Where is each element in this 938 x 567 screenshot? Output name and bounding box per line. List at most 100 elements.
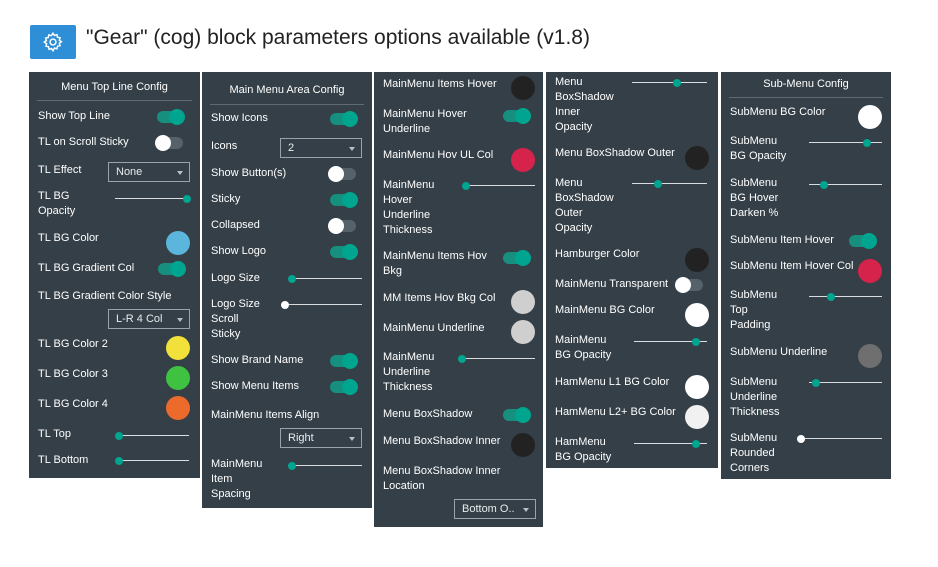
mm-bg-color-swatch[interactable] (685, 303, 709, 327)
ham-bg-opacity-slider[interactable] (634, 437, 707, 451)
items-hover-label: MainMenu Items Hover (383, 78, 497, 90)
sub-underline-swatch[interactable] (858, 344, 882, 368)
tl-bg-opacity-slider[interactable] (115, 192, 191, 206)
show-brand-toggle[interactable] (330, 353, 358, 369)
gear-icon (30, 25, 76, 59)
show-buttons-label: Show Button(s) (211, 167, 287, 179)
hov-ul-col-swatch[interactable] (511, 148, 535, 172)
tl-bottom-slider[interactable] (115, 454, 189, 468)
tl-bg-color2-label: TL BG Color 2 (38, 338, 108, 350)
show-logo-toggle[interactable] (330, 244, 358, 260)
logo-size-scroll-slider[interactable] (281, 298, 362, 312)
ham-bg-opacity-label: HamMenu BG Opacity (555, 436, 612, 463)
bs-outer-opacity-slider[interactable] (632, 177, 707, 191)
panel-title: Menu Top Line Config (61, 81, 168, 93)
ham-l2-bg-label: HamMenu L2+ BG Color (555, 406, 676, 418)
sub-underline-thickness-slider[interactable] (809, 376, 882, 390)
items-hov-bkg-toggle[interactable] (503, 250, 531, 266)
tl-scroll-sticky-toggle[interactable] (155, 135, 183, 151)
sub-bg-hover-darken-label: SubMenu BG Hover Darken % (730, 177, 779, 219)
menu-boxshadow-toggle[interactable] (503, 407, 531, 423)
boxshadow-inner-loc-label: Menu BoxShadow Inner Location (383, 465, 501, 492)
boxshadow-inner-label: Menu BoxShadow Inner (383, 435, 501, 447)
tl-bg-color3-swatch[interactable] (166, 366, 190, 390)
logo-size-label: Logo Size (211, 272, 260, 284)
items-hover-swatch[interactable] (511, 76, 535, 100)
boxshadow-hamburger-panel: Menu BoxShadow Inner Opacity Menu BoxSha… (546, 72, 718, 468)
hamburger-color-swatch[interactable] (685, 248, 709, 272)
show-buttons-toggle[interactable] (328, 166, 356, 182)
main-menu-hover-panel: MainMenu Items Hover MainMenu Hover Unde… (374, 72, 543, 527)
divider (210, 104, 364, 105)
hov-ul-col-label: MainMenu Hov UL Col (383, 149, 494, 161)
chevron-down-icon (349, 147, 355, 151)
tl-bg-gradient-toggle[interactable] (158, 261, 186, 277)
tl-effect-select[interactable]: None (108, 162, 190, 182)
mm-transparent-toggle[interactable] (675, 277, 703, 293)
icons-select[interactable]: 2 (280, 138, 362, 158)
items-spacing-label: MainMenu Item Spacing (211, 458, 263, 500)
show-top-line-toggle[interactable] (157, 109, 185, 125)
items-align-select[interactable]: Right (280, 428, 362, 448)
mm-bg-color-label: MainMenu BG Color (555, 304, 655, 316)
tl-bg-gradient-label: TL BG Gradient Col (38, 262, 135, 274)
mm-underline-label: MainMenu Underline (383, 322, 485, 334)
sub-item-hover-col-label: SubMenu Item Hover Col (730, 260, 854, 272)
sub-item-hover-toggle[interactable] (849, 233, 877, 249)
bs-inner-opacity-slider[interactable] (632, 76, 707, 90)
items-spacing-slider[interactable] (288, 459, 362, 473)
sub-top-padding-slider[interactable] (809, 290, 882, 304)
boxshadow-inner-loc-select[interactable]: Bottom O.. (454, 499, 536, 519)
mm-underline-thickness-slider[interactable] (458, 352, 535, 366)
sticky-toggle[interactable] (330, 192, 358, 208)
tl-bg-color-label: TL BG Color (38, 232, 99, 244)
mm-underline-swatch[interactable] (511, 320, 535, 344)
items-hov-bkg-label: MainMenu Items Hov Bkg (383, 250, 487, 277)
collapsed-toggle[interactable] (328, 218, 356, 234)
chevron-down-icon (177, 171, 183, 175)
hover-ul-thickness-slider[interactable] (462, 179, 535, 193)
menu-boxshadow-label: Menu BoxShadow (383, 408, 473, 420)
boxshadow-inner-swatch[interactable] (511, 433, 535, 457)
page-title: "Gear" (cog) block parameters options av… (86, 26, 590, 49)
chevron-down-icon (177, 318, 183, 322)
bs-outer-opacity-label: Menu BoxShadow Outer Opacity (555, 177, 614, 234)
mm-bg-opacity-slider[interactable] (634, 335, 707, 349)
panel-title: Main Menu Area Config (229, 84, 345, 96)
sub-menu-config-panel: Sub-Menu Config SubMenu BG Color SubMenu… (721, 72, 891, 479)
tl-top-slider[interactable] (115, 429, 189, 443)
main-menu-area-config-panel: Main Menu Area Config Show Icons Icons 2… (202, 72, 372, 508)
ham-l2-bg-swatch[interactable] (685, 405, 709, 429)
show-menu-items-toggle[interactable] (330, 379, 358, 395)
ham-l1-bg-label: HamMenu L1 BG Color (555, 376, 670, 388)
tl-gradient-style-select[interactable]: L-R 4 Col (108, 309, 190, 329)
logo-size-slider[interactable] (288, 272, 362, 286)
sub-bg-color-label: SubMenu BG Color (730, 106, 826, 118)
hover-underline-label: MainMenu Hover Underline (383, 108, 467, 135)
sub-item-hover-col-swatch[interactable] (858, 259, 882, 283)
sub-rounded-corners-slider[interactable] (797, 432, 882, 446)
divider (37, 100, 192, 101)
tl-bg-color2-swatch[interactable] (166, 336, 190, 360)
sub-underline-thickness-label: SubMenu Underline Thickness (730, 376, 780, 418)
tl-bottom-label: TL Bottom (38, 454, 89, 466)
hover-ul-thickness-label: MainMenu Hover Underline Thickness (383, 179, 435, 236)
tl-top-label: TL Top (38, 428, 72, 440)
mm-bg-opacity-label: MainMenu BG Opacity (555, 334, 612, 361)
bs-inner-opacity-label: Menu BoxShadow Inner Opacity (555, 76, 614, 133)
sub-bg-opacity-slider[interactable] (809, 136, 882, 150)
mm-items-hov-bkg-col-swatch[interactable] (511, 290, 535, 314)
tl-bg-opacity-label: TL BG Opacity (38, 190, 76, 217)
bs-outer-swatch[interactable] (685, 146, 709, 170)
mm-items-hov-bkg-col-label: MM Items Hov Bkg Col (383, 292, 496, 304)
hover-underline-toggle[interactable] (503, 108, 531, 124)
sub-bg-color-swatch[interactable] (858, 105, 882, 129)
mm-transparent-label: MainMenu Transparent (555, 278, 669, 290)
sub-bg-hover-darken-slider[interactable] (809, 178, 882, 192)
sub-bg-opacity-label: SubMenu BG Opacity (730, 135, 787, 162)
mm-underline-thickness-label: MainMenu Underline Thickness (383, 351, 435, 393)
tl-bg-color-swatch[interactable] (166, 231, 190, 255)
ham-l1-bg-swatch[interactable] (685, 375, 709, 399)
show-icons-toggle[interactable] (330, 111, 358, 127)
tl-bg-color4-swatch[interactable] (166, 396, 190, 420)
